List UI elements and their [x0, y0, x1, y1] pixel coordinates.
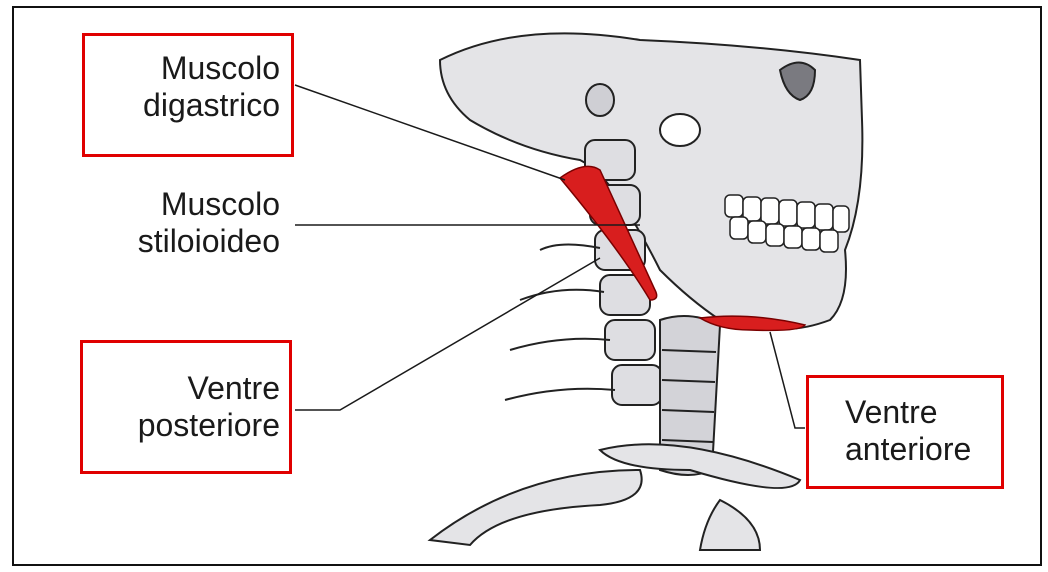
- label-line: anteriore: [845, 431, 995, 468]
- label-line: Ventre: [845, 394, 995, 431]
- label-line: digastrico: [95, 87, 280, 124]
- label-line: Muscolo: [80, 186, 280, 223]
- label-ventre-posteriore: Ventre posteriore: [90, 370, 280, 444]
- label-muscolo-digastrico: Muscolo digastrico: [95, 50, 280, 124]
- label-line: stiloioideo: [80, 223, 280, 260]
- label-muscolo-stiloioideo: Muscolo stiloioideo: [80, 186, 280, 260]
- label-line: Muscolo: [95, 50, 280, 87]
- clavicle-ribs: [430, 444, 800, 550]
- label-line: Ventre: [90, 370, 280, 407]
- label-line: posteriore: [90, 407, 280, 444]
- label-ventre-anteriore: Ventre anteriore: [845, 394, 995, 468]
